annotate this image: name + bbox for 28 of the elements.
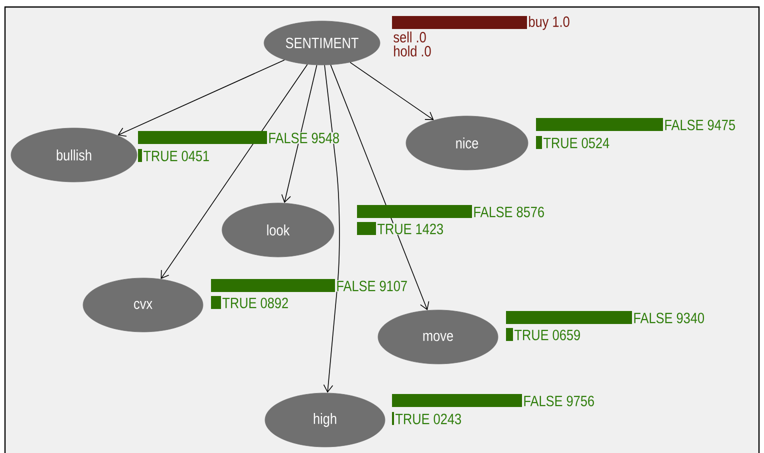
bar-label: TRUE 0524 (542, 137, 610, 149)
bar-label: TRUE 1423 (376, 223, 444, 235)
bar-label: buy 1.0 (528, 16, 570, 30)
bar-label: FALSE 8576 (472, 206, 546, 218)
ellipse-node: SENTIMENT (264, 20, 380, 66)
bar-label: FALSE 9475 (664, 119, 736, 131)
bar-label: TRUE 0892 (222, 297, 290, 309)
ellipse-node: look (222, 202, 334, 258)
arrow (160, 64, 308, 279)
bar-label: FALSE 9340 (632, 312, 706, 324)
bar-label: TRUE 0451 (142, 150, 210, 162)
arrow (118, 60, 285, 137)
ellipse-node: nice (406, 116, 528, 170)
bar-label: hold .0 (392, 45, 432, 57)
arrow (281, 64, 318, 203)
bar-label: FALSE 9107 (336, 280, 408, 292)
bar-label: TRUE 0659 (514, 329, 582, 341)
arrow (323, 64, 340, 393)
ellipse-node: cvx (82, 278, 204, 332)
bar-label: FALSE 9548 (268, 132, 340, 144)
ellipse-node: high (264, 392, 386, 448)
ellipse-node: bullish (10, 128, 138, 182)
bar-label: FALSE 9756 (522, 395, 596, 407)
arrow (330, 64, 430, 310)
bar-label: sell .0 (392, 31, 427, 43)
arrow (350, 62, 434, 120)
ellipse-node: move (378, 310, 498, 364)
bar-label: TRUE 0243 (394, 413, 462, 425)
